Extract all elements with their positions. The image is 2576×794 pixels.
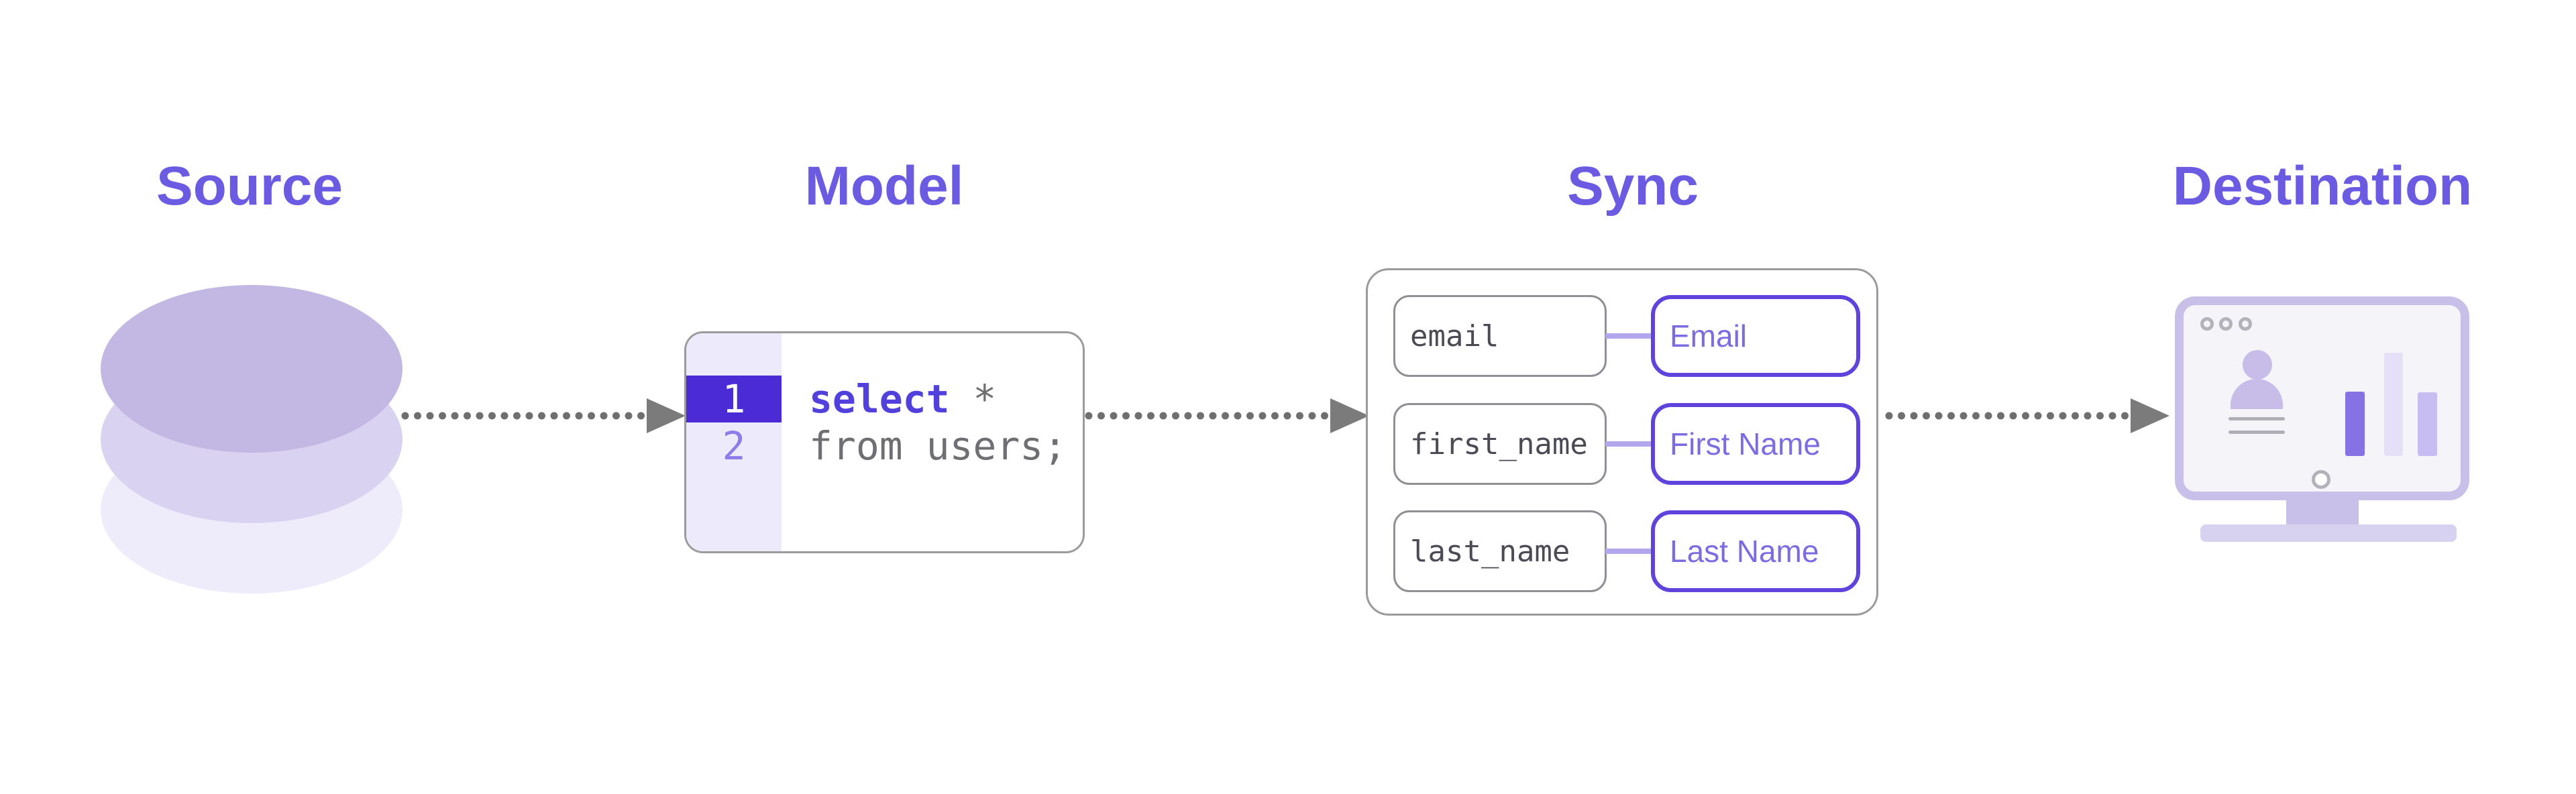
bar-chart-bar-3 [2418,392,2437,456]
flow-arrow-sync-to-destination [1885,398,2169,433]
window-dot-icon [2239,317,2252,331]
mapping-row-last-name: last_name Last Name [1368,510,1876,592]
sql-keyword: select [809,376,950,422]
stage-title-sync: Sync [1567,156,1699,217]
sql-code-rest: from users; [809,423,1067,469]
window-dot-icon [2219,317,2233,331]
destination-field-pill: Last Name [1651,510,1860,592]
text-line-icon [2229,417,2285,420]
field-mapping-panel: email Email first_name First Name last_n… [1366,268,1878,616]
stage-title-model: Model [804,156,964,217]
monitor-screen [2175,296,2469,500]
line-number-gutter [686,333,782,551]
line-number: 2 [722,423,746,469]
monitor-base [2200,524,2457,542]
flow-arrow-source-to-model [401,398,686,433]
mapping-row-first-name: first_name First Name [1368,403,1876,485]
sql-code-line-1: select * [809,376,996,422]
monitor-analytics-icon [2175,296,2469,542]
destination-field-pill: Email [1651,295,1860,377]
sql-editor: 1 2 select * from users; [684,331,1085,553]
flow-arrow-model-to-sync [1085,398,1369,433]
home-button-icon [2312,470,2330,489]
mapping-connector-line [1605,333,1654,339]
bar-chart-bar-1 [2345,392,2365,456]
sql-code-line-2: from users; [809,422,1067,469]
stage-title-destination: Destination [2172,156,2473,217]
window-dot-icon [2200,317,2214,331]
mapping-row-email: email Email [1368,295,1876,377]
line-number-highlighted: 1 [686,376,782,422]
text-line-icon [2229,431,2285,434]
destination-field-pill: First Name [1651,403,1860,485]
database-layer-top [101,285,402,453]
source-field-pill: email [1393,295,1607,377]
sql-code-rest: * [949,376,997,422]
user-icon-body [2231,379,2283,409]
mapping-connector-line [1605,549,1654,554]
bar-chart-bar-2 [2384,353,2403,456]
source-field-pill: first_name [1393,403,1607,485]
user-icon-head [2243,350,2272,380]
mapping-connector-line [1605,441,1654,447]
source-field-pill: last_name [1393,510,1607,592]
monitor-stand [2286,500,2359,524]
stage-title-source: Source [156,156,343,217]
